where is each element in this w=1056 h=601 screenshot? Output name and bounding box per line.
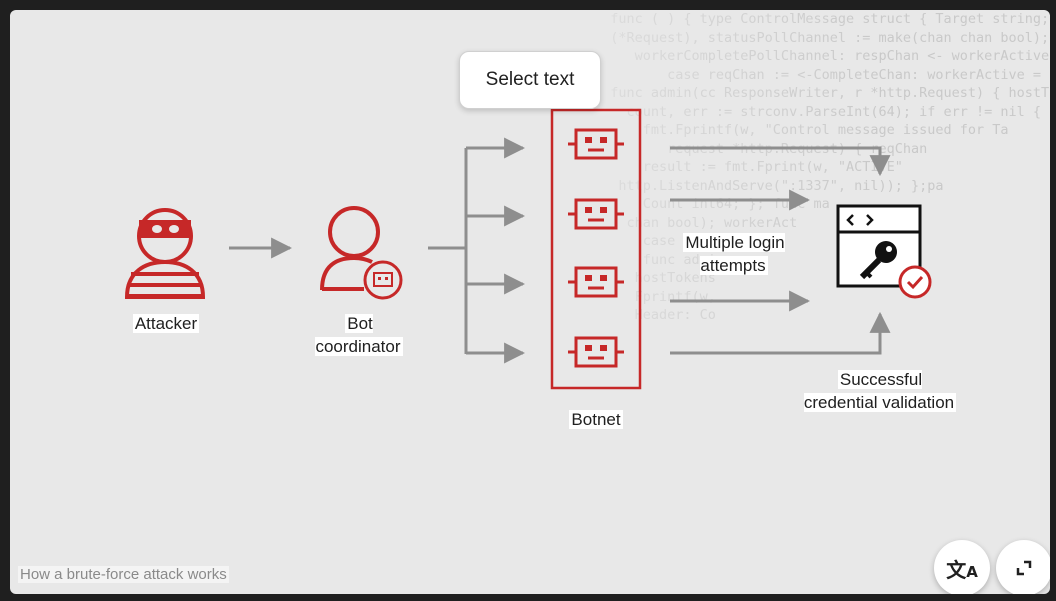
bot-icon [568, 198, 624, 230]
attacker-icon [124, 208, 206, 299]
viewer-frame: func ( ) { type ControlMessage struct { … [4, 4, 1052, 597]
code-line: (*Request), statusPollChannel := make(ch… [594, 29, 1050, 46]
botnet-label: Botnet [569, 410, 623, 429]
code-line: Header: Co [594, 307, 716, 323]
translate-icon: 文A [946, 557, 978, 582]
bot-icon [568, 128, 624, 160]
botnet-group [550, 108, 642, 390]
login-window-icon [836, 204, 932, 299]
code-background: func ( ) { type ControlMessage struct { … [594, 10, 1050, 370]
code-line: count, err := strconv.ParseInt(64); if e… [626, 103, 1051, 120]
bot-coordinator-icon [320, 206, 403, 300]
login-attempt-arrows [670, 146, 891, 355]
attacker-label: Attacker [132, 314, 200, 333]
bot-icon [568, 336, 624, 368]
code-line: chan bool); workerAct [594, 214, 798, 231]
code-line: func ( ) { type ControlMessage struct { … [594, 11, 1050, 27]
code-line: http.ListenAndServe(":1337", nil)); };pa [594, 177, 944, 194]
code-line: fmt.Fprintf(w, "Control message issued f… [594, 122, 1009, 138]
diagram-caption: How a brute-force attack works [18, 566, 229, 583]
code-line: workerCompletePollChannel: respChan <- w… [594, 48, 1050, 64]
diagram-canvas: func ( ) { type ControlMessage struct { … [10, 10, 1050, 594]
brute-force-diagram [124, 108, 932, 390]
code-line: hostTokens [594, 270, 716, 286]
select-text-button[interactable]: Select text [459, 51, 601, 109]
bot-icon [568, 266, 624, 298]
code-line: case reqChan := <-CompleteChan: workerAc… [667, 66, 1050, 83]
fullscreen-button[interactable] [996, 540, 1050, 594]
fanout-arrows [428, 137, 526, 364]
code-line: func admin(cc ResponseWriter, r *http.Re… [594, 85, 1050, 101]
fullscreen-exit-icon [1016, 560, 1032, 576]
translate-button[interactable]: 文A [934, 540, 990, 594]
